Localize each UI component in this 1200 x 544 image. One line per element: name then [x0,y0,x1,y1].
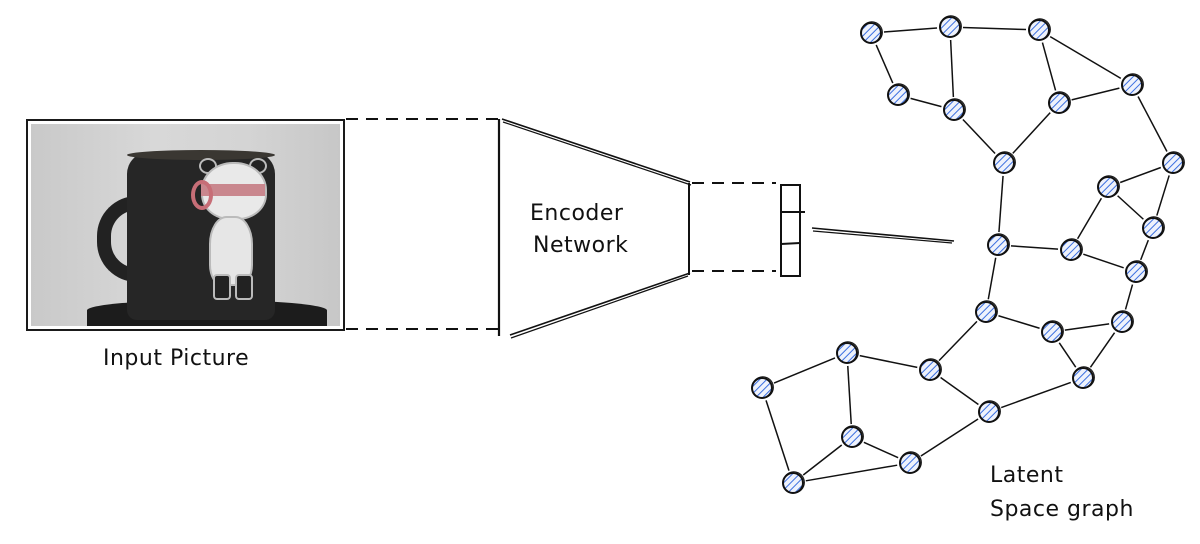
graph-edge [910,97,942,108]
graph-edge [1156,175,1170,216]
graph-edge [802,444,843,476]
graph-node [939,15,962,38]
graph-node [1060,238,1083,261]
latent-to-graph-line [811,227,955,242]
graph-edge [962,118,996,155]
graph-edge [1000,381,1072,409]
latent-cell-divider [780,242,801,245]
input-picture [31,124,340,326]
graph-node [1097,175,1120,198]
graph-edge [1083,253,1124,269]
graph-edge [940,376,979,406]
graph-node [1162,151,1185,174]
graph-edge [1064,323,1110,331]
encoder-label-line1: Encoder [530,201,624,226]
graph-edge [987,257,997,300]
graph-edge [1058,342,1077,368]
graph-edge [998,175,1004,233]
graph-edge [1089,332,1116,368]
graph-node [841,425,864,448]
graph-edge [875,44,894,84]
graph-edge [847,365,852,425]
graph-edge [765,400,790,471]
graph-node [860,21,883,44]
graph-node [919,358,942,381]
graph-edge [1076,197,1103,240]
graph-edge [998,315,1040,329]
latent-label-line2: Space graph [990,497,1134,522]
graph-edge [805,464,898,482]
panda-headphone [191,180,213,210]
graph-node [899,451,922,474]
graph-edge [863,441,899,459]
graph-node [1048,91,1071,114]
panda-leg-right [235,274,253,300]
graph-edge [962,26,1027,31]
graph-edge [1137,96,1168,152]
graph-node [836,341,859,364]
graph-edge [1049,35,1122,80]
panda-leg-left [213,274,231,300]
graph-node [1125,260,1148,283]
graph-edge [773,357,836,384]
graph-edge [1124,284,1134,310]
graph-node [975,300,998,323]
graph-edge [1119,166,1162,184]
graph-edge [920,418,979,457]
graph-node [978,400,1001,423]
graph-node [1028,18,1051,41]
graph-node [943,98,966,121]
graph-node [751,376,774,399]
graph-node [993,151,1016,174]
graph-node [1041,320,1064,343]
graph-edge [1117,195,1144,220]
graph-edge [1010,245,1059,250]
graph-node [987,233,1010,256]
graph-edge [1139,239,1150,261]
graph-edge [883,27,938,33]
graph-nodes [751,15,1185,494]
mug-rim [127,150,275,160]
graph-edge [938,320,978,362]
graph-node [1142,216,1165,239]
graph-edges [765,26,1170,482]
graph-node [1111,310,1134,333]
graph-node [1072,366,1095,389]
graph-edge [1012,112,1051,154]
latent-label-line1: Latent [990,463,1063,488]
graph-edge [859,354,918,369]
graph-edge [1071,87,1120,101]
latent-vector [780,184,805,277]
panda-headband [201,184,265,196]
graph-node [782,471,805,494]
encoder-label-line2: Network [533,233,628,258]
graph-edge [949,39,955,98]
graph-node [887,83,910,106]
graph-node [1121,73,1144,96]
encoder-network-shape [497,118,692,339]
input-picture-label: Input Picture [103,346,249,371]
graph-edge [1041,42,1057,91]
input-picture-frame [26,119,345,331]
